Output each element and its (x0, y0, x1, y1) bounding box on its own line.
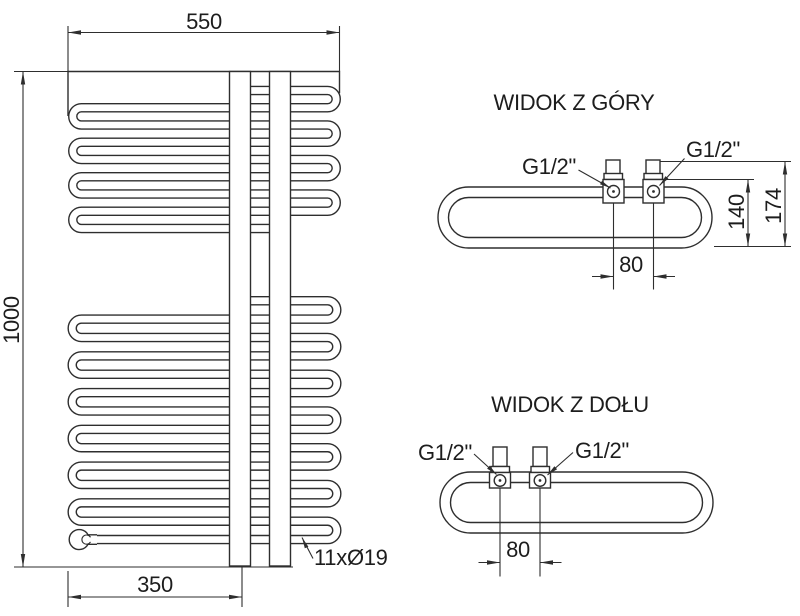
dim-80-top-label: 80 (619, 252, 643, 277)
bottom-view-tube-outer (439, 471, 714, 534)
bottom-view: WIDOK Z DOŁU G1/2" G1/2" (418, 392, 714, 577)
bottom-view-tube-inner (449, 481, 704, 524)
top-view-valve-right (642, 159, 665, 204)
top-view: WIDOK Z GÓRY G1/2" G1/2" (437, 90, 791, 290)
valve-stem (532, 446, 548, 468)
top-view-title: WIDOK Z GÓRY (493, 90, 655, 115)
dim-140: 140 (664, 178, 791, 248)
dim-1000-label: 1000 (0, 296, 24, 344)
dim-80-bottom: 80 (478, 537, 562, 565)
valve-port (646, 184, 661, 199)
dim-174-label: 174 (761, 188, 786, 224)
valve-port-center (498, 479, 502, 482)
upper-coil-fill (69, 87, 340, 232)
lower-coil-fill (68, 297, 341, 543)
valve-port-center (612, 190, 615, 193)
top-view-tube-inner (447, 196, 703, 239)
valve-stem (492, 446, 508, 468)
tube-spec-label: 11xØ19 (314, 545, 388, 570)
conn-label: G1/2" (418, 440, 472, 465)
valve-port (493, 474, 507, 488)
bottom-tube-end-dome (68, 528, 97, 551)
valve-port (533, 474, 547, 488)
bottom-view-conn-right-label: G1/2" (547, 438, 629, 476)
valve-stem (645, 159, 661, 175)
front-view: 550 1000 350 11xØ19 (0, 9, 388, 607)
valve-port-center (652, 190, 655, 193)
dim-140-label: 140 (724, 194, 749, 230)
conn-label: G1/2" (575, 438, 629, 463)
dim-1000: 1000 (0, 70, 293, 568)
dim-550-label: 550 (186, 9, 222, 34)
bottom-view-valve-left (488, 446, 512, 489)
top-view-conn-right-label: G1/2" (659, 137, 740, 186)
conn-label: G1/2" (686, 137, 740, 162)
dim-80-bottom-label: 80 (506, 537, 530, 562)
dim-174: 174 (660, 160, 791, 247)
valve-flange (530, 465, 551, 474)
dim-80-top: 80 (592, 252, 675, 279)
bottom-tube-end-lens (81, 534, 91, 545)
valve-port-center (538, 479, 542, 482)
valve-flange (603, 172, 624, 181)
dim-350-label: 350 (137, 572, 173, 597)
collector-left (228, 70, 252, 567)
dim-350: 350 (67, 567, 243, 607)
conn-label: G1/2" (522, 154, 576, 179)
bottom-view-valve-right (528, 446, 552, 489)
dim-550: 550 (67, 9, 341, 72)
radiator-top-boundary (67, 70, 341, 116)
valve-stem (605, 159, 621, 175)
bottom-view-title: WIDOK Z DOŁU (491, 392, 649, 417)
valve-port (606, 184, 621, 199)
top-view-conn-left-label: G1/2" (522, 154, 611, 189)
top-view-tube-outer (437, 186, 713, 249)
bottom-view-conn-left-label: G1/2" (418, 440, 497, 475)
collector-right (268, 70, 292, 567)
top-view-valve-left (602, 159, 625, 204)
valve-flange (643, 172, 664, 181)
tube-spec-leader: 11xØ19 (301, 537, 388, 570)
